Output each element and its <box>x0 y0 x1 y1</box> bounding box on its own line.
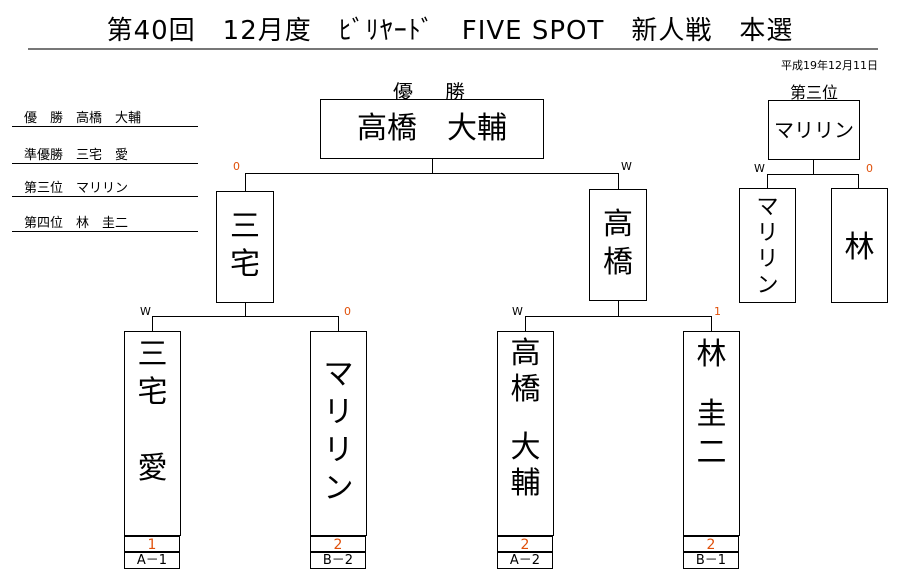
round1-code: A－2 <box>497 552 553 569</box>
third-right-mark: 0 <box>866 162 873 175</box>
round1-player-box: 高橋大輔 <box>497 331 554 536</box>
bracket-line <box>432 159 433 173</box>
round1-score: 2 <box>310 536 366 553</box>
round1-mark: 1 <box>714 305 721 318</box>
bracket-line <box>245 303 246 316</box>
round1-score: 1 <box>124 536 180 553</box>
result-row: 第三位 マリリン <box>12 177 198 197</box>
bracket-line <box>525 316 526 331</box>
bracket-line <box>767 174 768 188</box>
semifinal-left-mark: 0 <box>233 160 240 173</box>
third-left-mark: W <box>754 162 765 175</box>
bracket-line <box>152 316 339 317</box>
bracket-line <box>152 316 153 331</box>
round1-player-box: 林圭二 <box>683 331 740 536</box>
result-row: 第四位 林 圭二 <box>12 212 198 232</box>
bracket-line <box>767 174 859 175</box>
semifinal-right-mark: W <box>621 160 632 173</box>
third-left-box: マリリン <box>739 188 796 303</box>
third-right-box: 林 <box>831 188 888 303</box>
title-divider <box>28 48 878 50</box>
third-place-label: 第三位 <box>789 83 838 102</box>
round1-score: 2 <box>683 536 739 553</box>
bracket-line <box>245 173 619 174</box>
round1-mark: W <box>140 305 151 318</box>
third-place-box: マリリン <box>768 100 860 160</box>
bracket-line <box>525 316 712 317</box>
semifinal-left-box: 三 宅 <box>216 191 274 303</box>
bracket-line <box>338 316 339 331</box>
round1-score: 2 <box>497 536 553 553</box>
round1-code: B－1 <box>683 552 739 569</box>
bracket-line <box>711 316 712 331</box>
event-date: 平成19年12月11日 <box>781 59 878 72</box>
bracket-line <box>858 174 859 188</box>
semifinal-right-box: 高 橋 <box>589 189 647 301</box>
round1-code: B－2 <box>310 552 366 569</box>
bracket-line <box>245 173 246 191</box>
bracket-line <box>618 173 619 191</box>
champion-box: 高橋 大輔 <box>320 99 544 159</box>
bracket-line <box>618 301 619 316</box>
round1-mark: W <box>512 305 523 318</box>
round1-player-box: 三宅愛 <box>124 331 181 536</box>
round1-player-box: マリリン <box>310 331 367 536</box>
result-row: 優 勝 高橋 大輔 <box>12 107 198 127</box>
bracket-line <box>813 160 814 174</box>
page-title: 第40回 12月度 ﾋﾞﾘﾔｰﾄﾞ FIVE SPOT 新人戦 本選 <box>106 16 794 46</box>
round1-code: A－1 <box>124 552 180 569</box>
result-row: 準優勝 三宅 愛 <box>12 144 198 164</box>
round1-mark: 0 <box>344 305 351 318</box>
